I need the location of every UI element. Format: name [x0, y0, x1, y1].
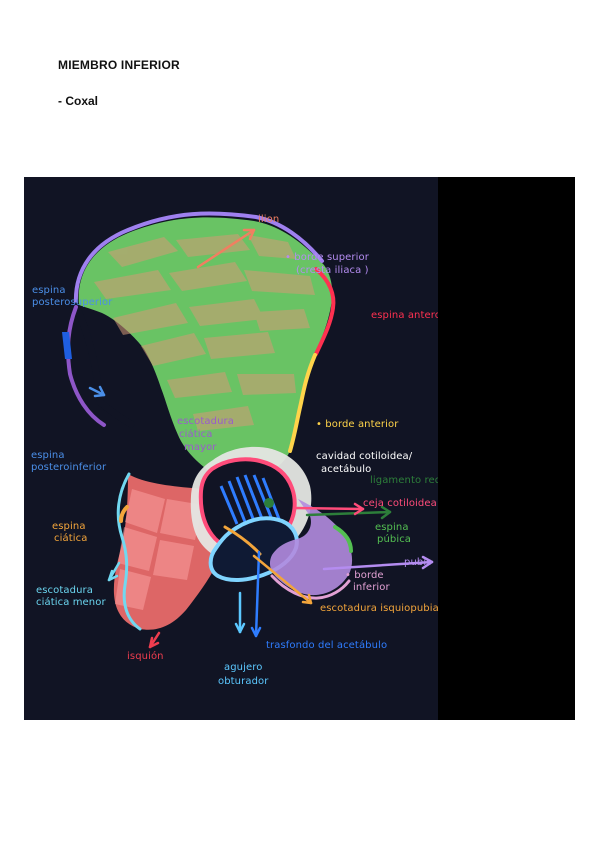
iliac-crest-outline	[73, 211, 324, 307]
ilion-arrow	[196, 228, 256, 269]
label-borde-anterior: • borde anterior	[316, 419, 399, 430]
document-title: MIEMBRO INFERIOR	[58, 58, 180, 72]
label-borde-inferior: • borde inferior	[345, 570, 390, 593]
isquiopubiana-arrow	[252, 554, 313, 605]
label-escotadura-isquiopubiana: escotadura isquiopubiana	[320, 603, 438, 614]
label-espina-pubica: espina púbica	[375, 522, 412, 545]
label-espina-posteroinferior: espina posteroinferior	[31, 450, 107, 473]
ceja-arrow	[292, 506, 365, 511]
hip-bone-diagram: ilion • borde superior (cresta iliaca ) …	[24, 177, 438, 720]
label-ceja-cotiloidea: ceja cotiloidea	[363, 498, 437, 509]
pubic-spine-marker	[333, 525, 353, 553]
label-isquion: isquión	[127, 650, 164, 662]
label-escotadura-ciatica-menor: escotadura ciática menor	[36, 585, 106, 608]
ischiopubic-notch-marker	[223, 525, 262, 556]
inferior-border-outline	[270, 574, 351, 600]
label-trasfondo-acetabulo: trasfondo del acetábulo	[266, 639, 387, 651]
anterior-superior-spine-outline	[314, 267, 336, 356]
anatomy-canvas: ilion • borde superior (cresta iliaca ) …	[24, 177, 438, 720]
trasfondo-arrow	[254, 550, 261, 638]
label-ligamento-redondo: ligamento redondo	[370, 475, 438, 486]
posterior-border-outline	[66, 305, 106, 427]
ligamento-arrow	[305, 510, 392, 517]
pubis-arrow	[322, 560, 434, 571]
espina-posteroinferior-arrow	[88, 386, 106, 397]
pubis-region	[269, 499, 353, 596]
lesser-sciatic-notch-outline	[116, 472, 142, 631]
annotation-arrows	[88, 228, 434, 649]
annotation-labels: ilion • borde superior (cresta iliaca ) …	[31, 214, 438, 687]
label-borde-superior: • borde superior (cresta iliaca )	[285, 252, 372, 276]
anterior-border-outline	[288, 353, 317, 453]
label-espina-ciatica: espina ciática	[52, 521, 89, 544]
label-espina-anterosuperior: espina anterosuperior	[371, 310, 438, 321]
round-ligament-marker	[264, 498, 274, 508]
label-agujero-obturador: agujero obturador	[218, 662, 269, 687]
label-pubis: pubis	[404, 557, 432, 568]
ilium-texture	[94, 234, 315, 431]
posterior-superior-spine-marker	[62, 332, 72, 359]
anatomy-figure-frame: ilion • borde superior (cresta iliaca ) …	[24, 177, 575, 720]
greater-sciatic-notch-cut	[72, 302, 135, 428]
label-escotadura-ciatica-mayor: escotadura ciática mayor	[177, 416, 237, 453]
label-espina-posterosuperior: espina posterosuperior	[32, 285, 113, 308]
label-cavidad-cotiloidea: cavidad cotiloidea/ acetábulo	[316, 451, 416, 475]
document-subtitle: - Coxal	[58, 94, 99, 108]
label-ilion: ilion	[258, 214, 279, 225]
ischial-spine-marker	[119, 505, 129, 523]
